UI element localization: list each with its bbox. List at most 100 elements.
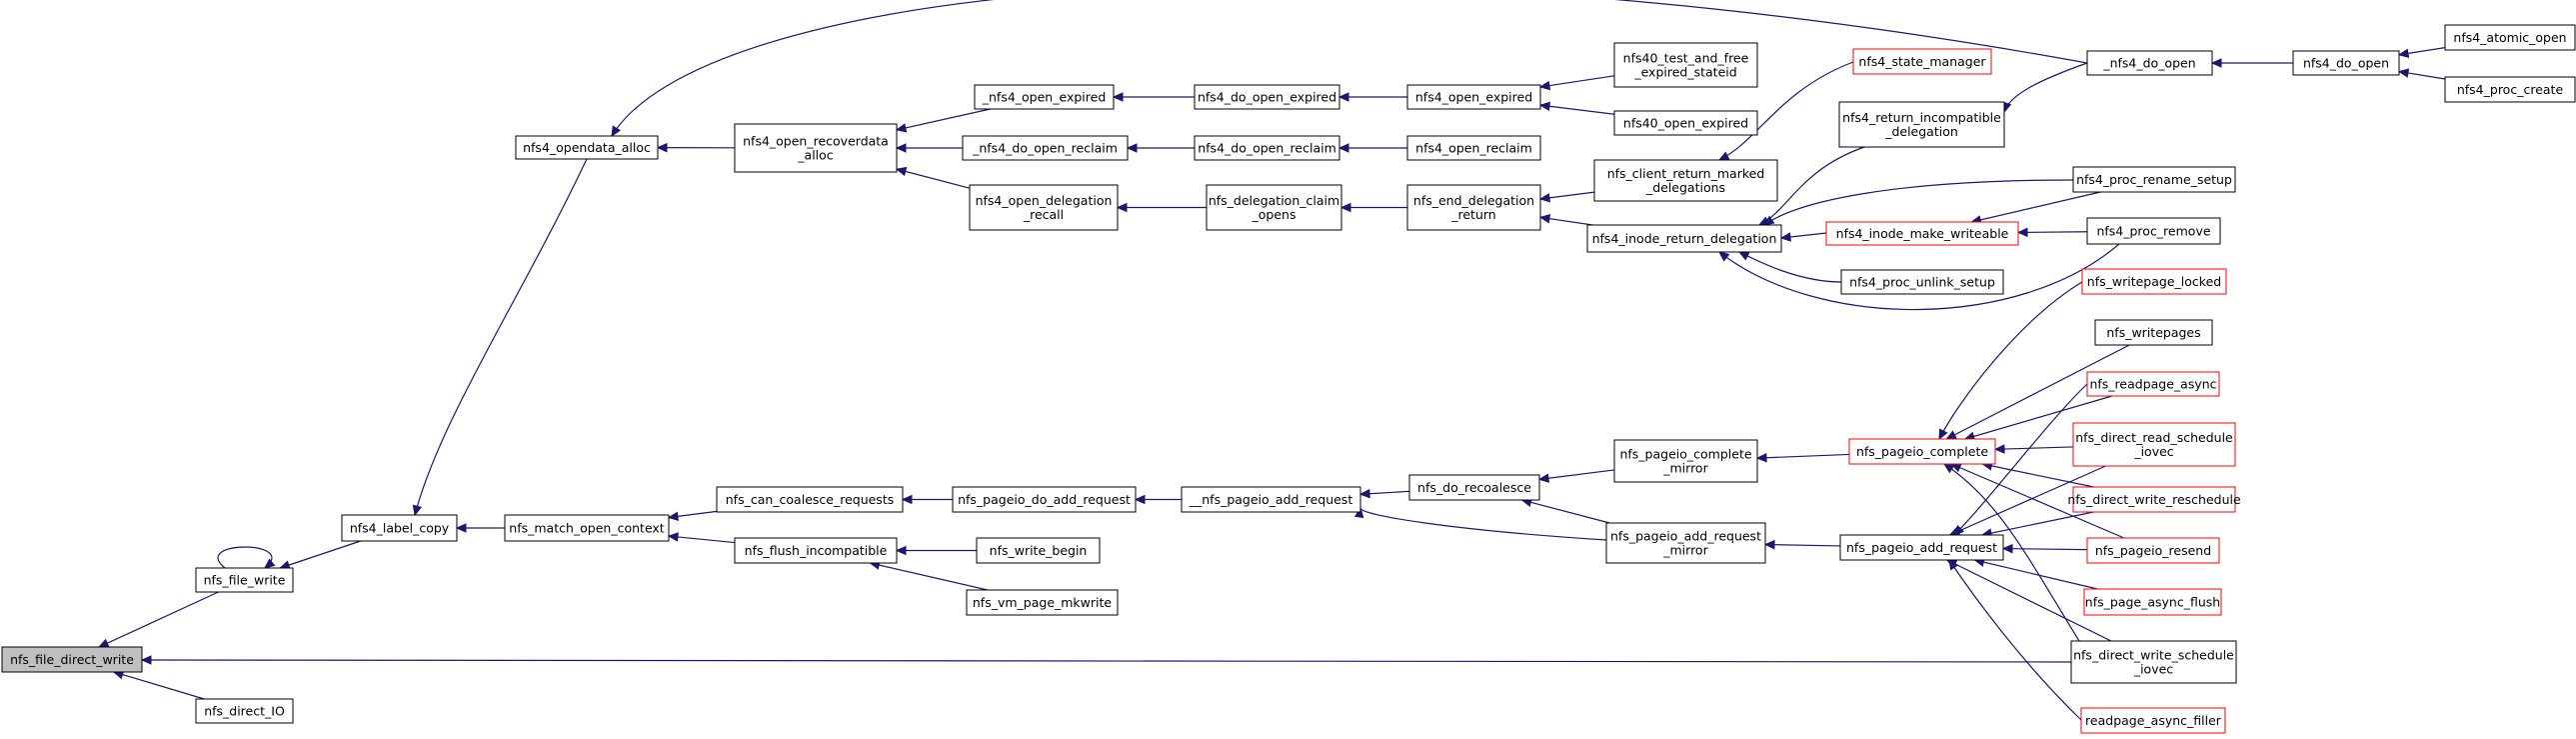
node-box[interactable] xyxy=(1,646,143,673)
node-nfs-file-write[interactable]: nfs_file_write xyxy=(195,567,294,593)
node-box[interactable] xyxy=(966,589,1119,616)
node-nfs4-do-open[interactable]: _nfs4_do_open xyxy=(2086,50,2213,76)
node-box[interactable] xyxy=(1613,110,1758,136)
node-nfs4-open-recoverdata-alloc[interactable]: nfs4_open_recoverdata_alloc xyxy=(734,123,898,173)
node-box[interactable] xyxy=(1408,474,1540,501)
node-nfs4-open-expired[interactable]: nfs4_open_expired xyxy=(1406,84,1541,110)
node-box[interactable] xyxy=(195,698,294,724)
node-nfs4-do-open[interactable]: nfs4_do_open xyxy=(2292,50,2400,76)
node-box[interactable] xyxy=(1840,269,2004,295)
node-nfs4-atomic-open[interactable]: nfs4_atomic_open xyxy=(2444,24,2576,51)
node-box[interactable] xyxy=(962,135,1129,161)
node-box[interactable] xyxy=(952,486,1137,513)
node-box[interactable] xyxy=(2086,217,2221,245)
node-box[interactable] xyxy=(1848,438,1996,465)
node-nfs4-return-incompatible-delegation[interactable]: nfs4_return_incompatible_delegation xyxy=(1838,101,2005,148)
node-nfs4-state-manager[interactable]: nfs4_state_manager xyxy=(1852,48,1992,75)
node-nfs-readpage-async[interactable]: nfs_readpage_async xyxy=(2086,371,2220,397)
node-nfs-end-delegation-return[interactable]: nfs_end_delegation_return xyxy=(1406,184,1541,231)
node-box[interactable] xyxy=(1838,101,2005,148)
node-box[interactable] xyxy=(1194,135,1340,161)
node-nfs-pageio-add-request[interactable]: nfs_pageio_add_request xyxy=(1839,534,2004,561)
node-nfs-file-direct-write[interactable]: nfs_file_direct_write xyxy=(1,646,143,673)
node-nfs4-do-open-expired[interactable]: nfs4_do_open_expired xyxy=(1194,84,1340,110)
node-box[interactable] xyxy=(2072,166,2236,193)
node-box[interactable] xyxy=(969,184,1119,231)
node-box[interactable] xyxy=(515,135,659,160)
node-nfs-direct-write-schedule-iovec[interactable]: nfs_direct_write_schedule_iovec xyxy=(2070,640,2237,684)
node-box[interactable] xyxy=(504,514,670,542)
node-nfs4-proc-remove[interactable]: nfs4_proc_remove xyxy=(2086,217,2221,245)
node-box[interactable] xyxy=(2086,537,2220,564)
node-box[interactable] xyxy=(976,537,1101,564)
node-nfs-pageio-complete[interactable]: nfs_pageio_complete xyxy=(1848,438,1996,465)
node-nfs-direct-write-reschedule[interactable]: nfs_direct_write_reschedule xyxy=(2067,486,2241,513)
node-box[interactable] xyxy=(2072,486,2236,513)
node-nfs-direct-io[interactable]: nfs_direct_IO xyxy=(195,698,294,724)
node-box[interactable] xyxy=(1586,224,1782,253)
node-box[interactable] xyxy=(2086,371,2220,397)
node-box[interactable] xyxy=(2444,76,2576,103)
node-box[interactable] xyxy=(1613,439,1758,483)
node-nfs-vm-page-mkwrite[interactable]: nfs_vm_page_mkwrite xyxy=(966,589,1119,616)
node-box[interactable] xyxy=(2292,50,2400,76)
node-nfs-writepages[interactable]: nfs_writepages xyxy=(2094,319,2213,346)
node-nfs4-open-reclaim[interactable]: nfs4_open_reclaim xyxy=(1406,135,1541,161)
node-nfs-pageio-resend[interactable]: nfs_pageio_resend xyxy=(2086,537,2220,564)
node-nfs40-test-and-free-expired-stateid[interactable]: nfs40_test_and_free_expired_stateid xyxy=(1613,42,1758,88)
node-box[interactable] xyxy=(1406,135,1541,161)
node-box[interactable] xyxy=(1852,48,1992,75)
node-box[interactable] xyxy=(734,537,898,564)
node-nfs-page-async-flush[interactable]: nfs_page_async_flush xyxy=(2083,588,2222,616)
node-box[interactable] xyxy=(2072,422,2236,467)
node-nfs4-inode-make-writeable[interactable]: nfs4_inode_make_writeable xyxy=(1825,221,2019,246)
node-box[interactable] xyxy=(1605,522,1766,564)
node-box[interactable] xyxy=(1406,84,1541,110)
node-nfs-pageio-add-request[interactable]: __nfs_pageio_add_request xyxy=(1181,486,1361,513)
node-nfs-pageio-add-request-mirror[interactable]: nfs_pageio_add_request_mirror xyxy=(1605,522,1766,564)
node-box[interactable] xyxy=(1406,184,1541,231)
node-nfs-pageio-do-add-request[interactable]: nfs_pageio_do_add_request xyxy=(952,486,1137,513)
node-box[interactable] xyxy=(1206,184,1342,231)
node-nfs-writepage-locked[interactable]: nfs_writepage_locked xyxy=(2081,268,2227,295)
node-box[interactable] xyxy=(734,123,898,173)
node-nfs4-proc-rename-setup[interactable]: nfs4_proc_rename_setup xyxy=(2072,166,2236,193)
node-nfs-flush-incompatible[interactable]: nfs_flush_incompatible xyxy=(734,537,898,564)
node-box[interactable] xyxy=(2080,707,2226,734)
node-nfs-do-recoalesce[interactable]: nfs_do_recoalesce xyxy=(1408,474,1540,501)
node-nfs4-do-open-reclaim[interactable]: _nfs4_do_open_reclaim xyxy=(962,135,1129,161)
node-box[interactable] xyxy=(716,486,904,513)
node-nfs-write-begin[interactable]: nfs_write_begin xyxy=(976,537,1101,564)
node-box[interactable] xyxy=(195,567,294,593)
node-box[interactable] xyxy=(974,84,1115,110)
node-box[interactable] xyxy=(1194,84,1340,110)
node-nfs4-proc-unlink-setup[interactable]: nfs4_proc_unlink_setup xyxy=(1840,269,2004,295)
node-box[interactable] xyxy=(1181,486,1361,513)
node-box[interactable] xyxy=(2070,640,2237,684)
node-nfs-client-return-marked-delegations[interactable]: nfs_client_return_marked_delegations xyxy=(1593,159,1778,202)
node-nfs40-open-expired[interactable]: nfs40_open_expired xyxy=(1613,110,1758,136)
node-box[interactable] xyxy=(1613,42,1758,88)
node-box[interactable] xyxy=(1825,221,2019,246)
node-box[interactable] xyxy=(2444,24,2576,51)
node-nfs-direct-read-schedule-iovec[interactable]: nfs_direct_read_schedule_iovec xyxy=(2072,422,2236,467)
node-nfs-pageio-complete-mirror[interactable]: nfs_pageio_complete_mirror xyxy=(1613,439,1758,483)
node-nfs-delegation-claim-opens[interactable]: nfs_delegation_claim_opens xyxy=(1206,184,1342,231)
node-box[interactable] xyxy=(2083,588,2222,616)
node-box[interactable] xyxy=(1593,159,1778,202)
node-box[interactable] xyxy=(341,514,458,542)
node-box[interactable] xyxy=(2086,50,2213,76)
node-nfs4-inode-return-delegation[interactable]: nfs4_inode_return_delegation xyxy=(1586,224,1782,253)
node-nfs4-proc-create[interactable]: nfs4_proc_create xyxy=(2444,76,2576,103)
node-nfs4-label-copy[interactable]: nfs4_label_copy xyxy=(341,514,458,542)
node-nfs-can-coalesce-requests[interactable]: nfs_can_coalesce_requests xyxy=(716,486,904,513)
node-box[interactable] xyxy=(2094,319,2213,346)
node-nfs-match-open-context[interactable]: nfs_match_open_context xyxy=(504,514,670,542)
node-box[interactable] xyxy=(1839,534,2004,561)
node-nfs4-do-open-reclaim[interactable]: nfs4_do_open_reclaim xyxy=(1194,135,1340,161)
node-nfs4-open-expired[interactable]: _nfs4_open_expired xyxy=(974,84,1115,110)
node-nfs4-open-delegation-recall[interactable]: nfs4_open_delegation_recall xyxy=(969,184,1119,231)
node-box[interactable] xyxy=(2081,268,2227,295)
node-nfs4-opendata-alloc[interactable]: nfs4_opendata_alloc xyxy=(515,135,659,160)
node-readpage-async-filler[interactable]: readpage_async_filler xyxy=(2080,707,2226,734)
